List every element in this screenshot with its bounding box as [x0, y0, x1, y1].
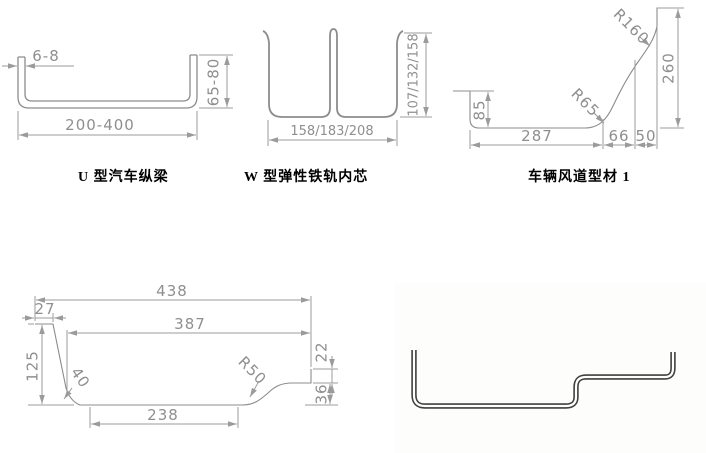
bracket-profile-path: [35, 323, 312, 406]
u-beam-drawing: 6-8 65-80 200-400: [2, 47, 233, 140]
dim-bracket-radius: R50: [234, 353, 270, 389]
dim-duct-bottom-left: 287: [521, 127, 553, 145]
caption-air-duct: 车辆风道型材 1: [528, 170, 631, 185]
air-duct-drawing: 85 287 66 50 260 R160 R65: [453, 5, 684, 149]
bracket-dim-bottom-width: 238: [89, 406, 239, 428]
bracket-dim-radius: R50: [234, 353, 270, 398]
w-core-dim-height: 107/132/158: [400, 32, 432, 118]
dim-u-width: 200-400: [65, 116, 135, 134]
bracket-dim-step-upper: 22: [313, 341, 338, 396]
dim-bracket-lip: 27: [34, 300, 55, 318]
bracket-dim-left-height: 125: [24, 323, 74, 406]
dim-bracket-bottom-width: 238: [147, 406, 179, 424]
dim-duct-bottom-right: 50: [635, 127, 656, 145]
dim-duct-bottom-mid: 66: [608, 127, 629, 145]
dim-duct-left-height: 85: [471, 99, 489, 120]
dim-bracket-step-lower: 36: [313, 383, 331, 404]
dim-u-thickness: 6-8: [32, 47, 60, 65]
dim-bracket-total-width: 438: [156, 282, 188, 300]
stepped-profile-core: [412, 350, 675, 408]
u-beam-profile-path: [17, 54, 198, 109]
caption-u-beam: U 型汽车纵梁: [78, 170, 169, 185]
dim-w-height: 107/132/158: [407, 33, 422, 116]
dim-duct-radius-small: R65: [567, 85, 603, 121]
w-core-dim-width: 158/183/208: [267, 120, 398, 146]
w-core-drawing: 158/183/208 107/132/158: [262, 28, 432, 146]
dim-duct-height: 260: [660, 52, 678, 84]
w-core-profile-path: [262, 28, 404, 118]
dim-bracket-left-height: 125: [24, 350, 42, 382]
dim-bracket-inner-width: 387: [174, 315, 206, 333]
dim-bracket-step-upper: 22: [313, 341, 331, 362]
caption-w-core: W 型弹性铁轨内芯: [244, 170, 369, 185]
dim-bracket-angle: 40: [67, 364, 94, 392]
u-beam-dim-thickness: 6-8: [2, 47, 74, 69]
u-beam-dim-height: 65-80: [199, 54, 233, 109]
air-duct-dim-bottom: 287 66 50: [469, 26, 658, 149]
bracket-drawing: 438 27 387 125 40: [22, 282, 338, 428]
u-beam-dim-width: 200-400: [17, 111, 198, 140]
bracket-dim-step-lower: 36: [305, 383, 338, 406]
dim-w-width: 158/183/208: [290, 124, 373, 139]
air-duct-dim-height: 260: [657, 7, 684, 129]
stepped-profile-photo: [395, 283, 706, 453]
air-duct-dim-left-height: 85: [470, 90, 494, 127]
bracket-dim-inner-width: 387: [66, 315, 310, 390]
dim-duct-radius-large: R160: [610, 5, 653, 48]
dim-u-height: 65-80: [205, 58, 223, 107]
air-duct-radius-labels: R160 R65: [567, 5, 653, 124]
bracket-dim-lip: 27: [22, 300, 66, 322]
bracket-dim-total-width: 438: [34, 282, 312, 367]
photo-background: [395, 283, 706, 453]
